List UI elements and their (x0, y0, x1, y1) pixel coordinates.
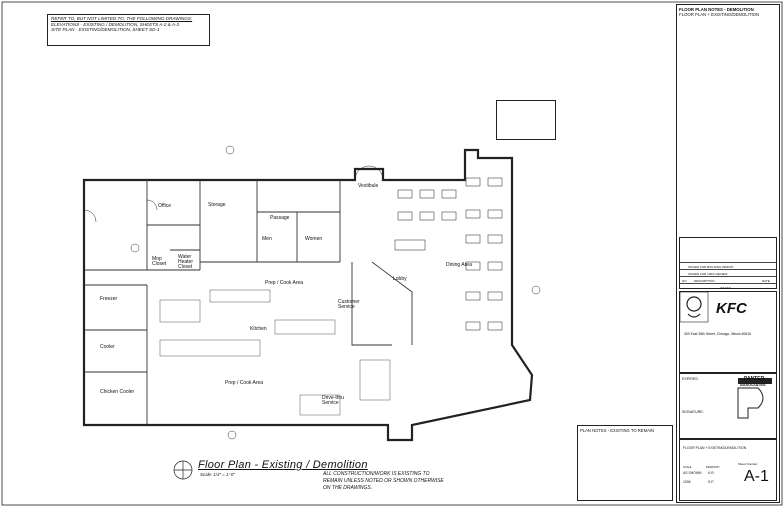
room-label-office: Office (158, 203, 171, 209)
room-label-passage: Passage (270, 215, 290, 221)
checked-by: S.P. (708, 480, 714, 484)
reference-line-2: SITE PLAN - EXISTING/DEMOLITION, SHEET S… (51, 27, 160, 33)
plan-notes-box: PLAN NOTES - EXISTING TO REMAIN (577, 425, 673, 501)
north-symbol (173, 460, 193, 480)
drawn-by-label: DRAWN BY (706, 466, 720, 469)
client-block: KFC 300 East 35th Street, Chicago, Illin… (679, 291, 777, 373)
room-label-lobby: Lobby (393, 276, 407, 282)
room-label-chicken-cooler: Chicken Cooler (100, 389, 135, 395)
room-label-water-heater: Water Heater Closet (178, 254, 194, 270)
room-label-vestibule: Vestibule (358, 183, 379, 189)
firm-name-2: ASSOCIATES (740, 382, 766, 387)
issues-no-header: NO. (682, 278, 688, 283)
room-label-cooler: Cooler (100, 344, 115, 350)
building-walls (82, 148, 534, 442)
room-label-women: Women (305, 236, 323, 242)
room-label-dining: Dining Area (446, 262, 472, 268)
reference-title: REFER TO, BUT NOT LIMITED TO, THE FOLLOW… (51, 16, 193, 21)
title-block: FLOOR PLAN NOTES - DEMOLITION FLOOR PLAN… (676, 4, 780, 503)
grid-markers (130, 145, 541, 440)
room-label-customer-service: Customer Service (338, 299, 360, 310)
reference-line-1: ELEVATIONS - EXISTING / DEMOLITION, SHEE… (51, 21, 179, 27)
kfc-logo (679, 291, 709, 323)
room-label-mop-closet: Mop Closet (152, 256, 167, 267)
job-number: 1006 (683, 480, 691, 484)
issue-row-1: ISSUED FOR BUILDING PERMIT (688, 264, 734, 269)
client-address: 300 East 35th Street, Chicago, Illinois … (684, 332, 751, 336)
panter-logo (737, 378, 772, 419)
expires-label: EXPIRES: (682, 377, 699, 381)
room-label-kitchen: Kitchen (250, 326, 267, 332)
existing-work-note: ALL CONSTRUCTION/WORK IS EXISTING TO REM… (323, 471, 444, 491)
scale-value: AS SHOWN (683, 471, 702, 475)
sheet-number-label: Sheet Number: (738, 462, 759, 466)
plan-notes-title: PLAN NOTES - EXISTING TO REMAIN (580, 428, 655, 433)
room-label-freezer: Freezer (100, 296, 118, 302)
issues-label: ISSUES (720, 285, 732, 290)
room-label-prep-cook-top: Prep / Cook Area (265, 280, 304, 286)
architect-block: EXPIRES: SIGNATURE: PANTER ASSOCIATES (679, 373, 777, 439)
sheet-title: FLOOR PLAN + EXISTING/DEMOLITION (683, 446, 747, 450)
client-brand: KFC (716, 300, 747, 317)
demolition-notes: FLOOR PLAN NOTES - DEMOLITION FLOOR PLAN… (679, 7, 777, 17)
room-label-men: Men (262, 236, 272, 242)
room-label-drive-thru: Drive-thru Service (322, 395, 344, 406)
sheet-number: A-1 (744, 468, 769, 485)
issue-row-2: ISSUED FOR 100% REVIEW (688, 271, 728, 276)
interior-walls (84, 180, 413, 425)
firm-name-1: PANTER (744, 376, 765, 382)
drawing-references: REFER TO, BUT NOT LIMITED TO, THE FOLLOW… (47, 14, 210, 46)
room-label-prep-cook-bottom: Prep / Cook Area (225, 380, 264, 386)
issues-table: ISSUED FOR BUILDING PERMIT ISSUED FOR 10… (679, 237, 777, 290)
scale-label: SCALE (683, 466, 692, 469)
issues-description-header: DESCRIPTION (694, 278, 715, 283)
room-label-storage: Storage (208, 202, 226, 208)
drawing-title: Floor Plan - Existing / Demolition (198, 459, 368, 471)
demolition-notes-subtitle: FLOOR PLAN + EXISTING/DEMOLITION (679, 12, 760, 17)
demolition-notes-title: FLOOR PLAN NOTES - DEMOLITION (679, 7, 754, 12)
doors (83, 165, 384, 223)
general-notes-box (496, 100, 556, 140)
issues-date-header: DATE (762, 278, 770, 283)
kitchen-equipment (159, 289, 391, 416)
drawn-by-value: K.R. (708, 471, 715, 475)
drawing-scale: Scale: 1/4" = 1'-0" (200, 472, 235, 477)
signature-label: SIGNATURE: (682, 410, 704, 414)
dining-tables (394, 177, 503, 331)
sheet-info: FLOOR PLAN + EXISTING/DEMOLITION SCALE A… (679, 439, 777, 501)
